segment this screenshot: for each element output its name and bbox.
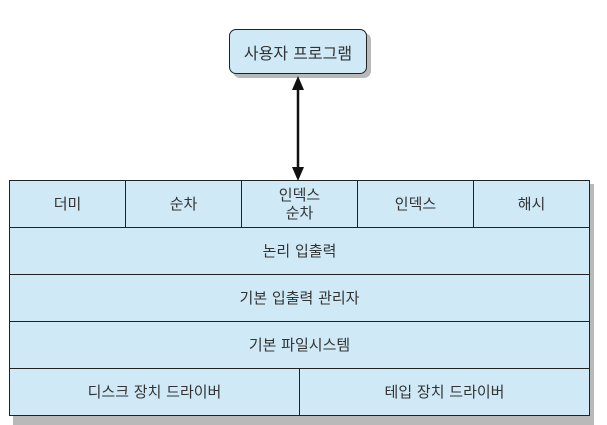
- org-label-hashed: 해시: [517, 195, 546, 213]
- basic-file-system-label: 기본 파일시스템: [248, 336, 351, 354]
- logical-io-cell: 논리 입출력: [10, 228, 589, 274]
- tape-driver-label: 테입 장치 드라이버: [384, 383, 505, 401]
- user-program-box: 사용자 프로그램: [229, 29, 367, 74]
- org-label-indexed-sequential-line1: 인덱스: [278, 186, 321, 204]
- bidirectional-arrow: [292, 76, 304, 181]
- basic-io-supervisor-label: 기본 입출력 관리자: [239, 289, 360, 307]
- org-cell-sequential: 순차: [126, 181, 242, 227]
- logical-io-row: 논리 입출력: [10, 228, 589, 275]
- org-cell-indexed-sequential: 인덱스 순차: [242, 181, 358, 227]
- org-label-pile: 더미: [53, 195, 82, 213]
- logical-io-label: 논리 입출력: [262, 242, 337, 260]
- disk-driver-label: 디스크 장치 드라이버: [87, 383, 222, 401]
- org-cell-hashed: 해시: [474, 181, 589, 227]
- basic-file-system-cell: 기본 파일시스템: [10, 322, 589, 368]
- tape-driver-cell: 테입 장치 드라이버: [300, 369, 589, 415]
- device-drivers-row: 디스크 장치 드라이버 테입 장치 드라이버: [10, 369, 589, 415]
- user-program-label: 사용자 프로그램: [243, 43, 353, 63]
- org-label-indexed-sequential-line2: 순차: [285, 204, 314, 222]
- basic-io-supervisor-row: 기본 입출력 관리자: [10, 275, 589, 322]
- org-cell-pile: 더미: [10, 181, 126, 227]
- org-label-indexed: 인덱스: [394, 195, 437, 213]
- layer-stack: 더미 순차 인덱스 순차 인덱스 해시 논리 입출력 기본 입출력 관리자: [9, 180, 590, 416]
- file-organization-row: 더미 순차 인덱스 순차 인덱스 해시: [10, 181, 589, 228]
- org-label-sequential: 순차: [169, 195, 198, 213]
- org-cell-indexed: 인덱스: [358, 181, 474, 227]
- basic-io-supervisor-cell: 기본 입출력 관리자: [10, 275, 589, 321]
- basic-file-system-row: 기본 파일시스템: [10, 322, 589, 369]
- disk-driver-cell: 디스크 장치 드라이버: [10, 369, 300, 415]
